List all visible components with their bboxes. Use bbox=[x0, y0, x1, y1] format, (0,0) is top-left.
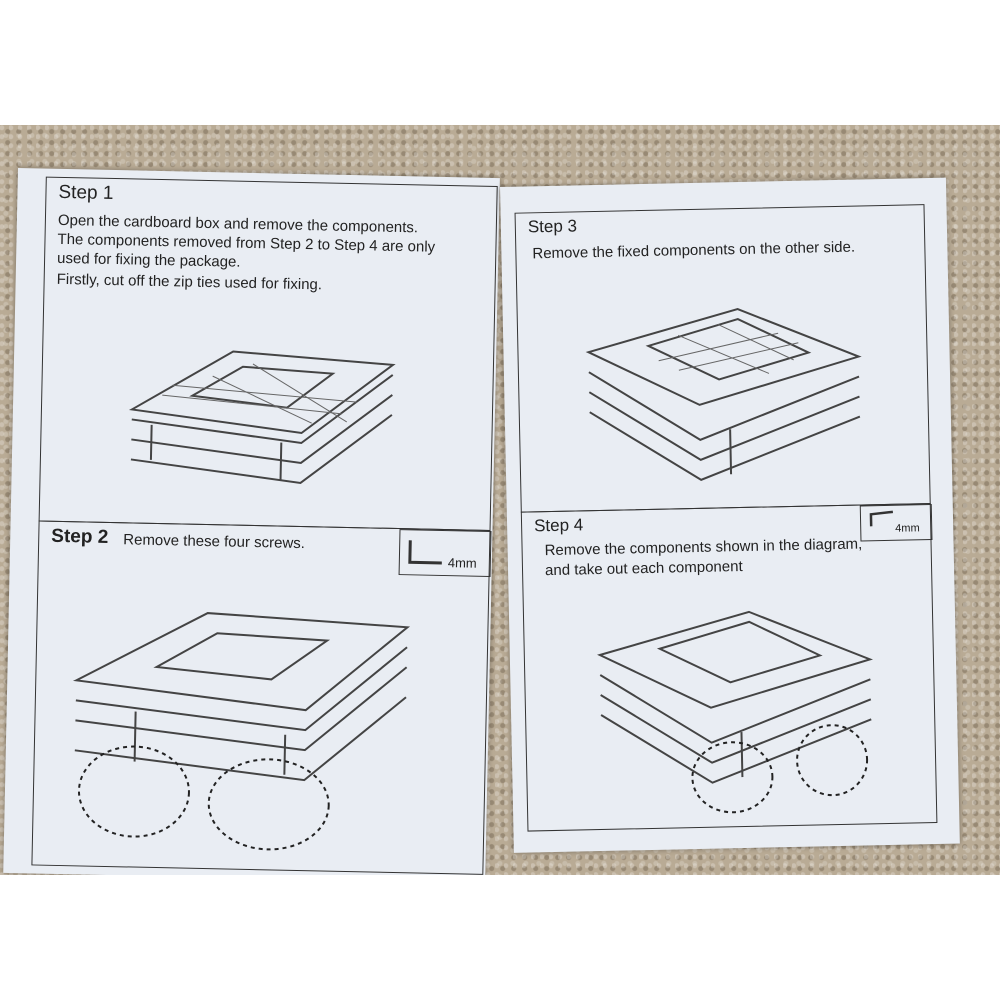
hex-key-icon bbox=[869, 510, 894, 527]
step-1-panel: Step 1 Open the cardboard box and remove… bbox=[38, 176, 498, 531]
step-2-tool-box: 4mm bbox=[398, 529, 492, 577]
step-3-instruction: Remove the fixed components on the other… bbox=[532, 238, 856, 263]
step-4-tool-box: 4mm bbox=[859, 504, 933, 542]
step-4-tool-size: 4mm bbox=[895, 522, 920, 535]
step-4-line-2: and take out each component bbox=[544, 558, 743, 580]
step-1-title: Step 1 bbox=[58, 181, 114, 205]
step-4-components-illustration bbox=[597, 610, 874, 814]
step-2-tool-size: 4mm bbox=[447, 555, 477, 571]
left-manual-page: Step 1 Open the cardboard box and remove… bbox=[3, 168, 500, 875]
hex-key-icon bbox=[408, 540, 442, 565]
step-2-panel: Step 2 Remove these four screws. 4mm bbox=[31, 520, 492, 875]
carpet-background: Step 1 Open the cardboard box and remove… bbox=[0, 125, 1000, 875]
step-2-instruction: Remove these four screws. bbox=[123, 531, 306, 553]
step-2-title: Step 2 bbox=[51, 525, 109, 548]
step-1-line-4: Firstly, cut off the zip ties used for f… bbox=[56, 270, 323, 294]
step-1-frame-stack-illustration bbox=[128, 350, 396, 485]
step-3-title: Step 3 bbox=[527, 216, 578, 237]
step-3-frame-stack-illustration bbox=[585, 307, 862, 481]
step-3-panel: Step 3 Remove the fixed components on th… bbox=[514, 204, 931, 513]
step-4-panel: Step 4 Remove the components shown in th… bbox=[520, 503, 938, 832]
step-1-line-3: used for fixing the package. bbox=[56, 249, 241, 271]
step-4-line-1: Remove the components shown in the diagr… bbox=[544, 535, 863, 560]
step-2-screws-illustration bbox=[72, 612, 411, 851]
right-manual-page: Step 3 Remove the fixed components on th… bbox=[500, 177, 960, 853]
step-4-title: Step 4 bbox=[533, 515, 584, 536]
